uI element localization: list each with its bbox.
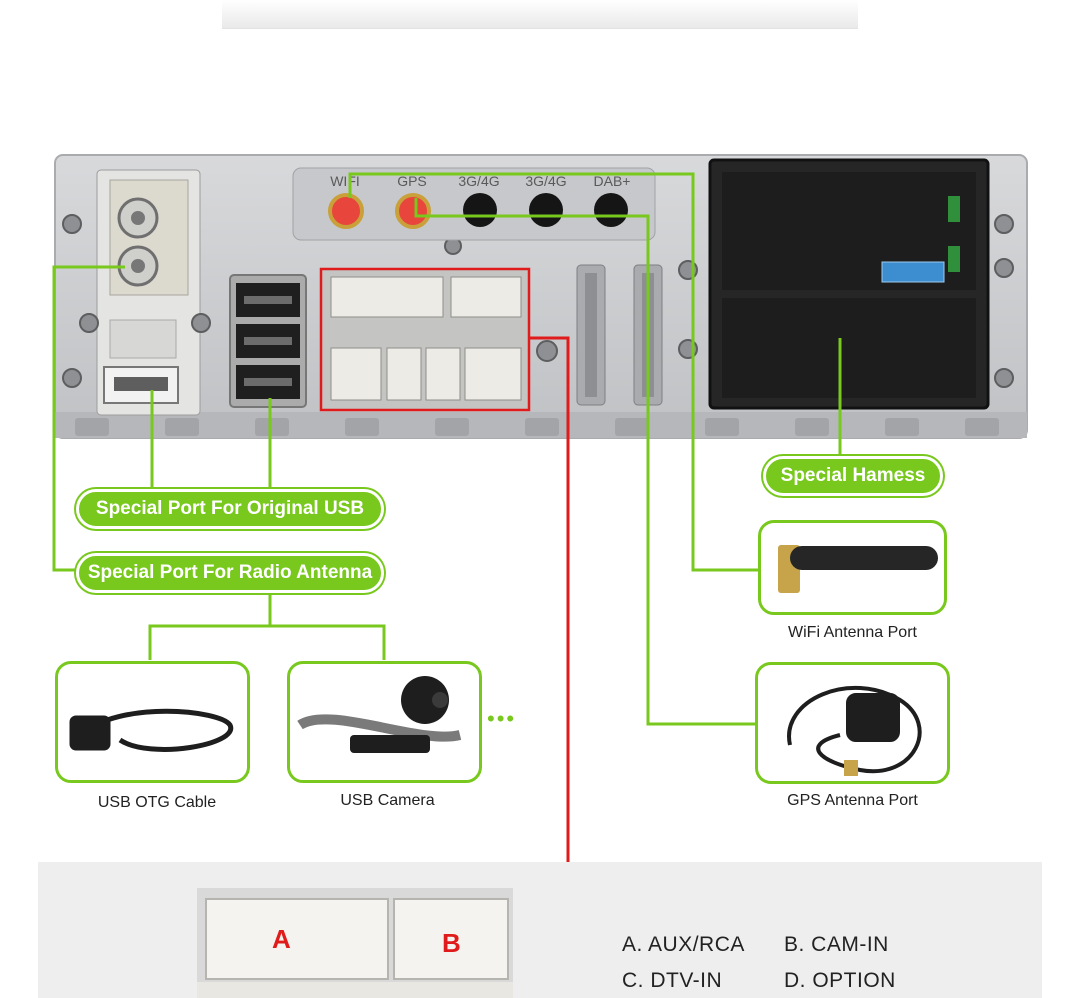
caption-usb-camera: USB Camera [340,792,435,809]
port-label-3g4g-1: 3G/4G [458,173,499,189]
port-label-row: WIFI GPS 3G/4G 3G/4G DAB+ [330,173,630,189]
port-label-wifi: WIFI [330,173,360,189]
wifi-antenna-box [758,520,947,615]
fuse [881,261,945,283]
label-special-harness: Special Hamess [763,456,943,496]
usb-otg-box [55,661,250,783]
dab-port [594,193,628,227]
wifi-port [328,193,364,229]
legend-a: A. AUX/RCA [622,933,745,956]
gps-port [395,193,431,229]
port-label-gps: GPS [397,173,427,189]
usb-camera-box [287,661,482,783]
connector-closeup [197,888,513,998]
3g4g-port-2 [529,193,563,227]
legend-b: B. CAM-IN [784,933,889,956]
legend-d: D. OPTION [784,969,896,992]
port-label-dab: DAB+ [594,173,631,189]
gps-antenna-box [755,662,950,784]
caption-wifi: WiFi Antenna Port [788,624,917,641]
label-original-usb: Special Port For Original USB [76,489,384,529]
green-wires [52,172,842,726]
caption-gps: GPS Antenna Port [787,792,918,809]
bottom-tabs [75,418,999,436]
connector-letter-b: B [442,928,461,958]
more-indicator: ••• [487,706,517,731]
legend-c: C. DTV-IN [622,969,723,992]
connector-letter-a: A [272,924,291,954]
usb-camera-image [297,676,462,753]
label-radio-antenna: Special Port For Radio Antenna [76,553,384,593]
screws [62,214,1014,388]
caption-usb-otg: USB OTG Cable [97,794,217,811]
wifi-antenna-image [778,545,938,593]
usb-otg-cable-image [69,708,234,752]
gps-antenna-image [787,685,922,776]
3g4g-port-1 [463,193,497,227]
top-fade-bar [222,0,858,29]
port-label-3g4g-2: 3G/4G [525,173,566,189]
